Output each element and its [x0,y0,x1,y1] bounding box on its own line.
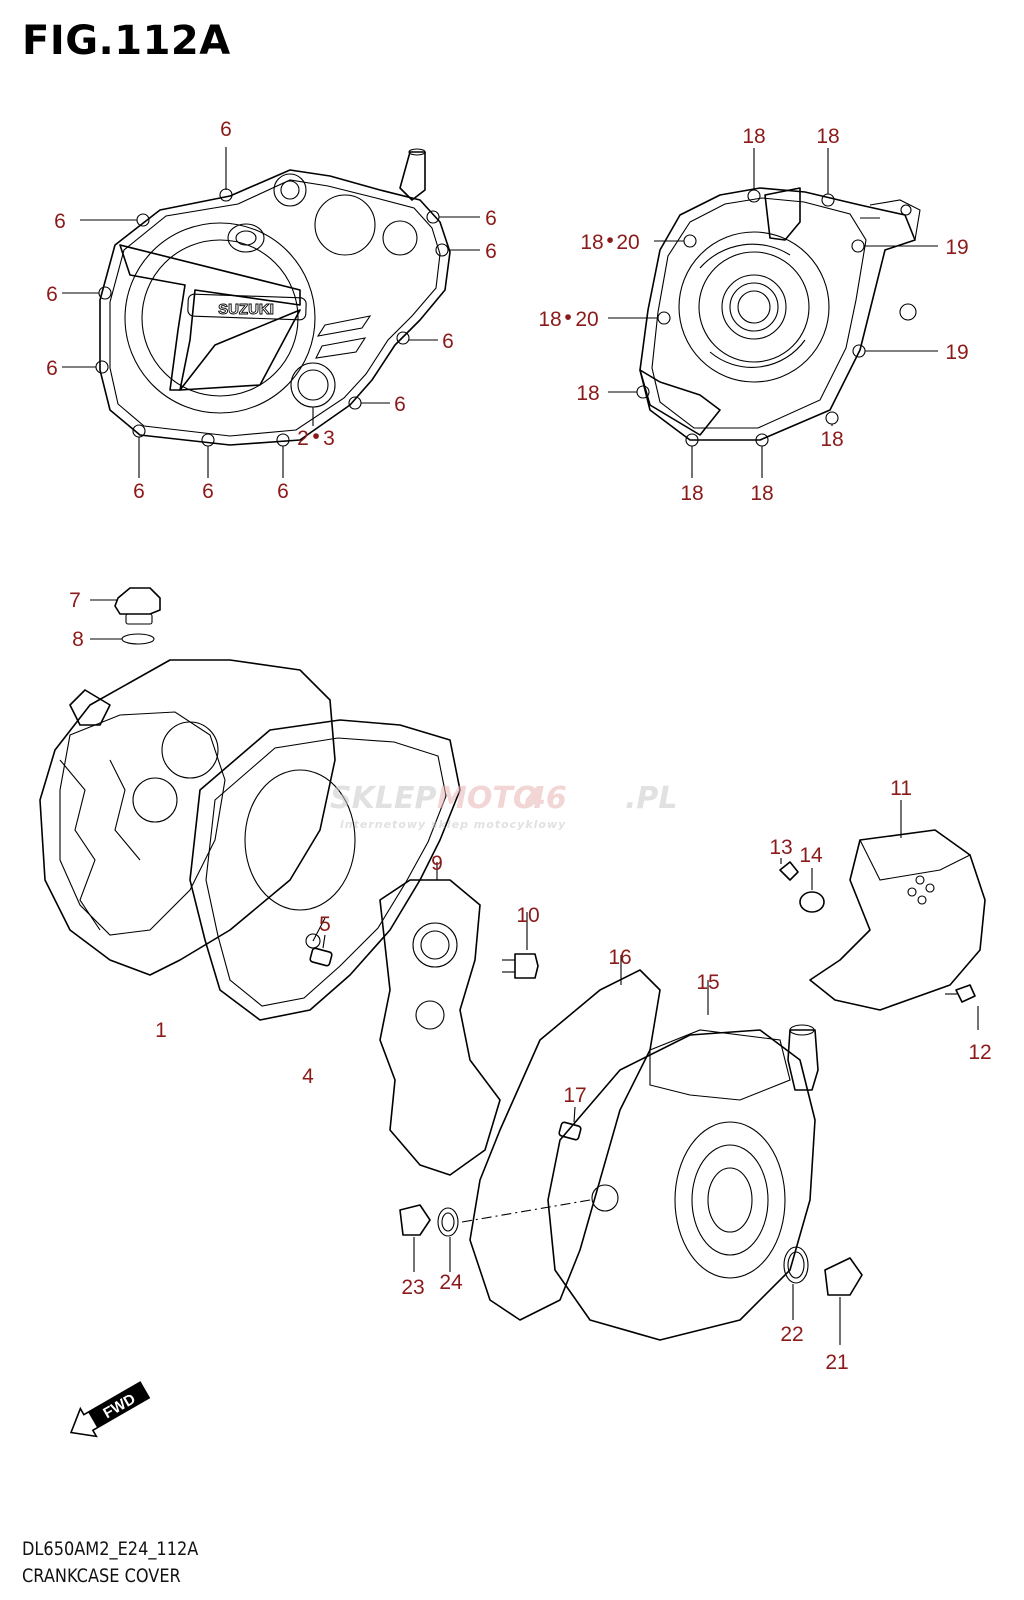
generator-cover-drawing [636,187,921,447]
callout-5: 5 [319,913,331,936]
callout-20: 20 [616,231,639,254]
callout-7: 7 [69,589,81,612]
dowel-pins-drawing [309,934,582,1141]
svg-text:internetowy sklep motocyklowy: internetowy sklep motocyklowy [340,818,566,831]
callout-6: 6 [46,283,58,306]
callout-18: 18 [820,428,843,451]
generator-cover-leaders [608,148,938,478]
callout-14: 14 [799,844,823,867]
exploded-view-callouts: 1 4 5 7 8 9 10 11 12 13 14 15 16 17 21 2… [69,589,992,1374]
callout-6: 6 [442,330,454,353]
callout-17: 17 [563,1084,586,1107]
callout-1: 1 [155,1019,167,1042]
callout-23: 23 [401,1276,424,1299]
callout-3: 3 [323,427,335,450]
model-code: DL650AM2_E24_112A [22,1538,199,1560]
callout-18: 18 [816,125,839,148]
svg-text:46: 46 [524,781,567,816]
generator-cover-callouts: 18 18 18 • 20 18 • 20 18 18 18 18 19 19 [538,125,968,505]
section-name: CRANKCASE COVER [22,1565,181,1587]
callout-separator: • [564,306,571,329]
callout-6: 6 [133,480,145,503]
callout-8: 8 [72,628,84,651]
clutch-cover-drawing: SUZUKI [95,148,451,447]
suzuki-logo: SUZUKI [218,301,274,318]
crankcase-gasket-drawing [189,719,461,1021]
callout-15: 15 [696,971,719,994]
fwd-arrow: FWD [69,1381,151,1438]
callout-16: 16 [608,946,631,969]
callout-18: 18 [742,125,765,148]
callout-11: 11 [890,777,912,800]
callout-6: 6 [485,240,497,263]
callout-4: 4 [302,1065,314,1088]
protective-cover-drawing [779,800,986,1030]
callout-18: 18 [580,231,603,254]
callout-19: 19 [945,236,968,259]
plugs-and-orings-drawing [399,1199,863,1345]
clutch-cover-leaders [62,147,480,478]
svg-text:.PL: .PL [625,781,678,816]
callout-9: 9 [431,852,443,875]
callout-18: 18 [576,382,599,405]
svg-text:MOTO: MOTO [437,781,538,816]
callout-6: 6 [46,357,58,380]
callout-21: 21 [825,1351,848,1374]
figure-title: FIG.112A [22,18,231,64]
callout-separator: • [606,229,613,252]
callout-separator: • [312,425,319,448]
callout-22: 22 [780,1323,803,1346]
callout-6: 6 [54,210,66,233]
callout-18: 18 [680,482,703,505]
callout-2: 2 [297,427,309,450]
generator-cover-assembly-drawing [469,955,819,1341]
callout-12: 12 [968,1041,991,1064]
callout-24: 24 [439,1271,463,1294]
callout-6: 6 [394,393,406,416]
callout-19: 19 [945,341,968,364]
crankcase-drawing [39,659,336,976]
cover-gasket-drawing [379,862,501,1176]
callout-6: 6 [202,480,214,503]
callout-6: 6 [220,118,232,141]
oil-filler-cap-drawing [90,587,161,645]
callout-13: 13 [769,836,792,859]
svg-text:SKLEP: SKLEP [330,781,436,816]
callout-18: 18 [538,308,561,331]
bolt-10-drawing [502,912,539,979]
callout-10: 10 [516,904,539,927]
callout-6: 6 [485,207,497,230]
callout-20: 20 [575,308,598,331]
callout-18: 18 [750,482,773,505]
watermark: SKLEP MOTO 46 .PL internetowy sklep moto… [330,781,678,831]
clutch-cover-callouts: 6 6 6 6 6 6 6 6 6 6 6 2 • 3 [46,118,497,503]
callout-6: 6 [277,480,289,503]
